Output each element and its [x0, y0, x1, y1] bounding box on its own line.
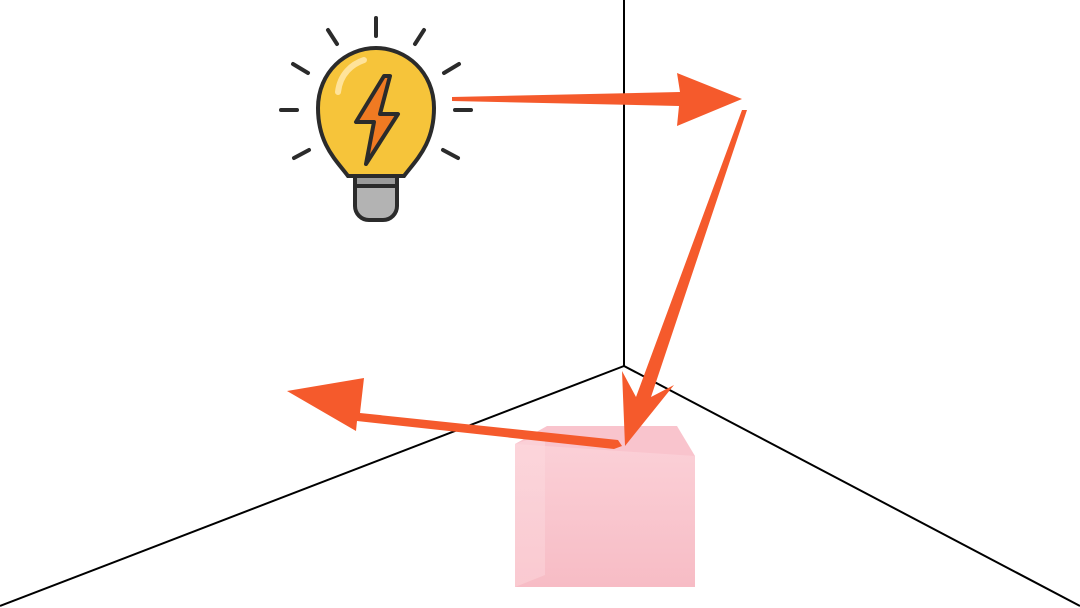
light-path [287, 73, 747, 449]
box-object [515, 426, 695, 587]
light-ray-reflected-2 [287, 378, 622, 449]
light-ray-incident [452, 73, 742, 126]
floor-right-edge [623, 365, 1080, 607]
floor-left-edge [0, 365, 625, 607]
box-front-face [515, 444, 695, 587]
light-rays [279, 16, 473, 160]
light-ray-reflected-1 [622, 110, 747, 446]
lightbulb-icon [279, 16, 473, 222]
lightning-bolt-icon [354, 74, 400, 166]
box-left-face [515, 434, 545, 587]
